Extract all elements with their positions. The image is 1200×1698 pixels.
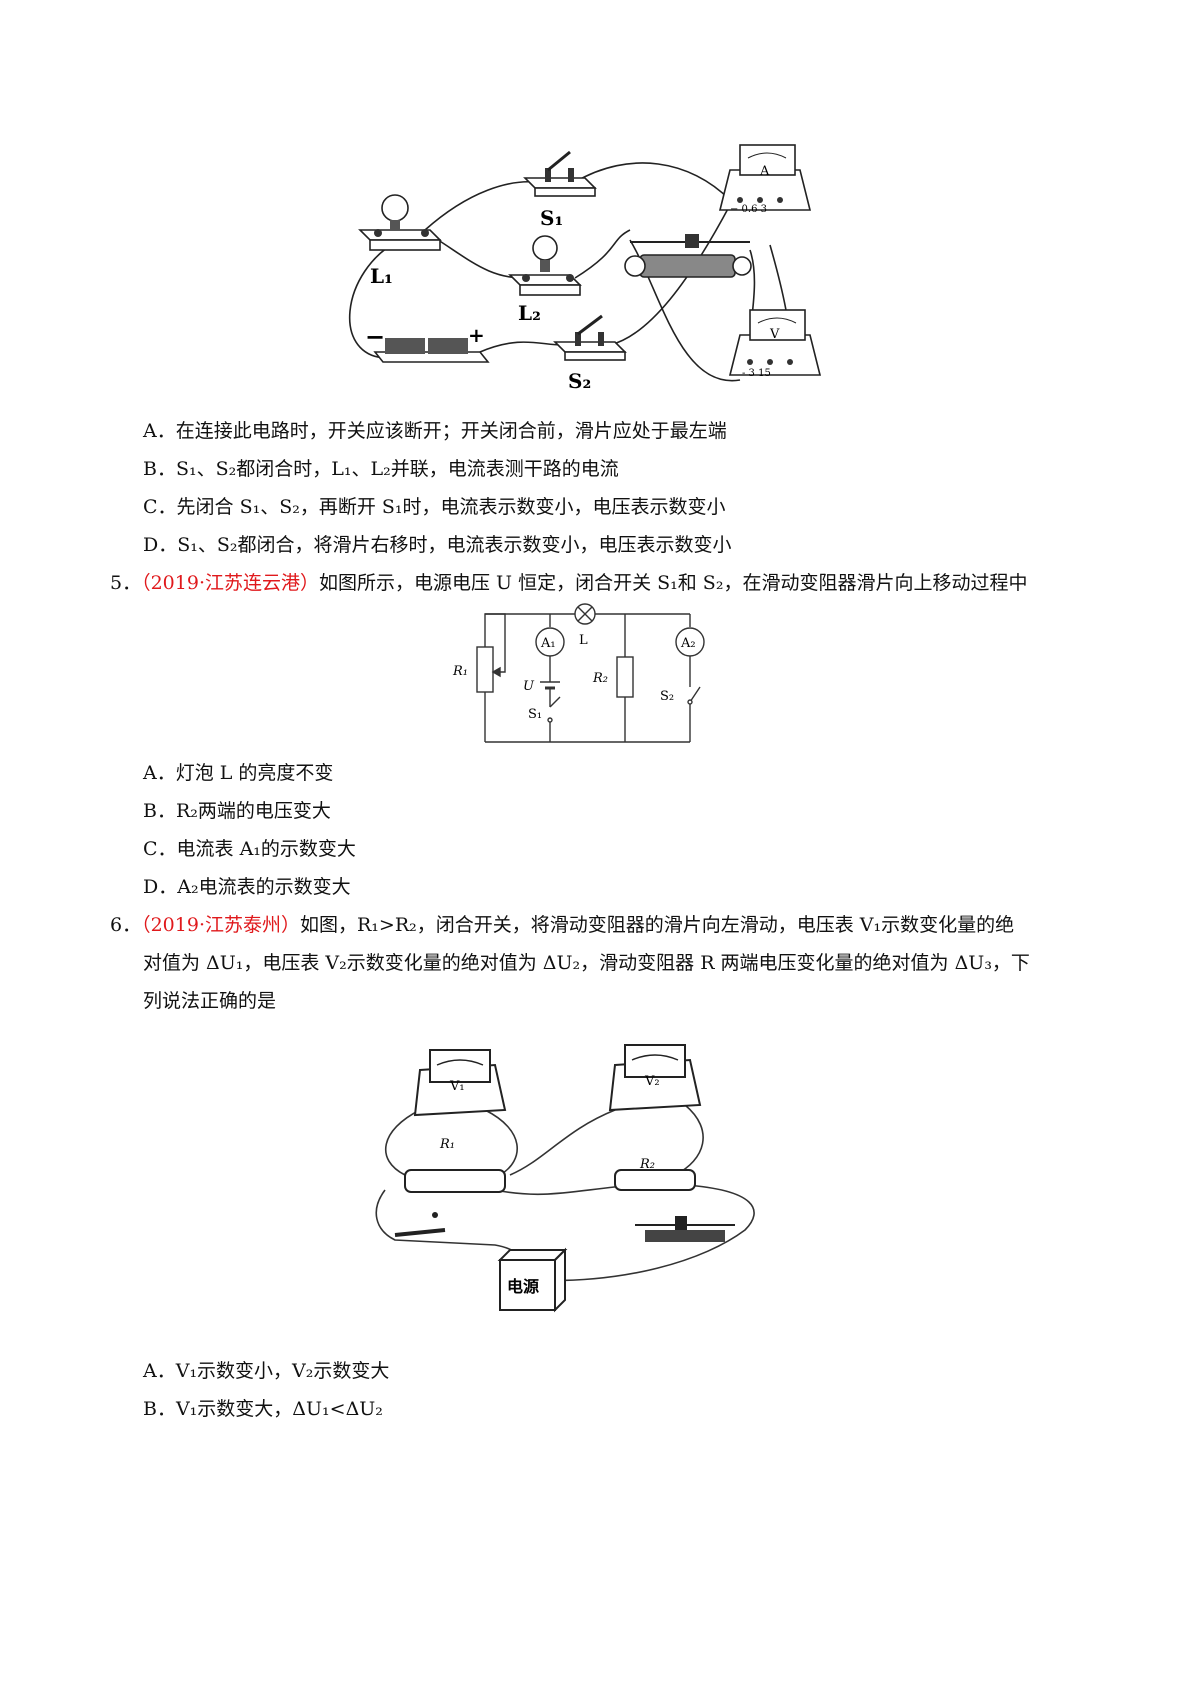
- svg-text:R₂: R₂: [592, 671, 608, 686]
- lamp-l1: [358, 194, 442, 251]
- question-text-line-2: 对值为 ΔU₁，电压表 V₂示数变化量的绝对值为 ΔU₂，滑动变阻器 R 两端电…: [143, 952, 1030, 974]
- question-number: 5．: [110, 572, 142, 594]
- svg-text:A: A: [759, 164, 770, 179]
- switch-s1: [523, 150, 597, 197]
- resistor-r2: R₂: [614, 1157, 696, 1191]
- circuit-figure-1: L₁ L₂ S₁ − + S₂ A: [348, 144, 822, 393]
- svg-text:U: U: [523, 679, 535, 694]
- label-s1: S₁: [540, 206, 563, 230]
- circuit-figure-2: A₁ A₂ L R₁ R₂ U S₁ S₂: [452, 603, 705, 743]
- q6-option-a: A．V₁示数变小，V₂示数变大: [143, 1360, 390, 1382]
- voltmeter: V - 3 15: [728, 309, 822, 379]
- question-text-line-3: 列说法正确的是: [143, 990, 277, 1012]
- svg-text:R₁: R₁: [439, 1137, 455, 1152]
- label-l1: L₁: [370, 264, 393, 288]
- question-source: （2019·江苏泰州）: [141, 914, 300, 936]
- q5-option-c: C．电流表 A₁的示数变大: [143, 838, 356, 860]
- svg-text:R₁: R₁: [452, 664, 468, 679]
- q4-option-b: B．S₁、S₂都闭合时，L₁、L₂并联，电流表测干路的电流: [143, 458, 619, 480]
- svg-text:−: −: [365, 322, 385, 351]
- question-number: 6．: [110, 914, 142, 936]
- ammeter: A − 0.6 3: [718, 144, 812, 215]
- q4-option-a: A．在连接此电路时，开关应该断开；开关闭合前，滑片应处于最左端: [143, 420, 727, 442]
- svg-text:- 3 15: - 3 15: [742, 368, 771, 379]
- q4-option-c: C．先闭合 S₁、S₂，再断开 S₁时，电流表示数变小，电压表示数变小: [143, 496, 726, 518]
- svg-text:S₁: S₁: [528, 707, 542, 722]
- svg-text:电源: 电源: [507, 1277, 539, 1296]
- voltmeter-v2: V₂: [608, 1044, 702, 1112]
- q6-option-b: B．V₁示数变大，ΔU₁<ΔU₂: [143, 1398, 383, 1420]
- q5-option-a: A．灯泡 L 的亮度不变: [143, 762, 334, 784]
- svg-text:V₂: V₂: [644, 1074, 660, 1089]
- svg-text:A₂: A₂: [680, 636, 696, 651]
- svg-text:V₁: V₁: [449, 1079, 465, 1094]
- lamp-l2: [508, 235, 582, 296]
- question-text: 如图所示，电源电压 U 恒定，闭合开关 S₁和 S₂，在滑动变阻器滑片向上移动过…: [319, 572, 1028, 594]
- svg-text:+: +: [468, 323, 485, 347]
- svg-text:R₂: R₂: [639, 1157, 655, 1172]
- question-5: 5．（2019·江苏连云港）如图所示，电源电压 U 恒定，闭合开关 S₁和 S₂…: [110, 571, 1027, 595]
- q4-option-d: D．S₁、S₂都闭合，将滑片右移时，电流表示数变小，电压表示数变小: [143, 534, 732, 556]
- svg-text:L: L: [579, 633, 588, 648]
- q5-option-b: B．R₂两端的电压变大: [143, 800, 331, 822]
- resistor-r1: R₁: [404, 1137, 506, 1193]
- voltmeter-v1: V₁: [413, 1049, 507, 1117]
- circuit-figure-3: V₁ V₂ R₁ R₂ 电源: [375, 1044, 755, 1313]
- svg-text:S₂: S₂: [660, 689, 674, 704]
- switch: [394, 1212, 446, 1237]
- battery: [373, 338, 490, 363]
- switch-s2: [553, 314, 627, 361]
- question-text-line-1: 如图，R₁>R₂，闭合开关，将滑动变阻器的滑片向左滑动，电压表 V₁示数变化量的…: [300, 914, 1015, 936]
- svg-text:V: V: [769, 327, 780, 342]
- rheostat: [635, 1216, 735, 1242]
- svg-text:− 0.6 3: − 0.6 3: [730, 204, 767, 215]
- label-l2: L₂: [518, 301, 541, 325]
- rheostat: [624, 234, 752, 278]
- question-source: （2019·江苏连云港）: [141, 572, 319, 594]
- q5-option-d: D．A₂电流表的示数变大: [143, 876, 351, 898]
- power-source: 电源: [497, 1247, 568, 1313]
- question-6: 6．（2019·江苏泰州）如图，R₁>R₂，闭合开关，将滑动变阻器的滑片向左滑动…: [110, 913, 1014, 937]
- svg-text:A₁: A₁: [540, 636, 556, 651]
- label-s2: S₂: [568, 369, 591, 393]
